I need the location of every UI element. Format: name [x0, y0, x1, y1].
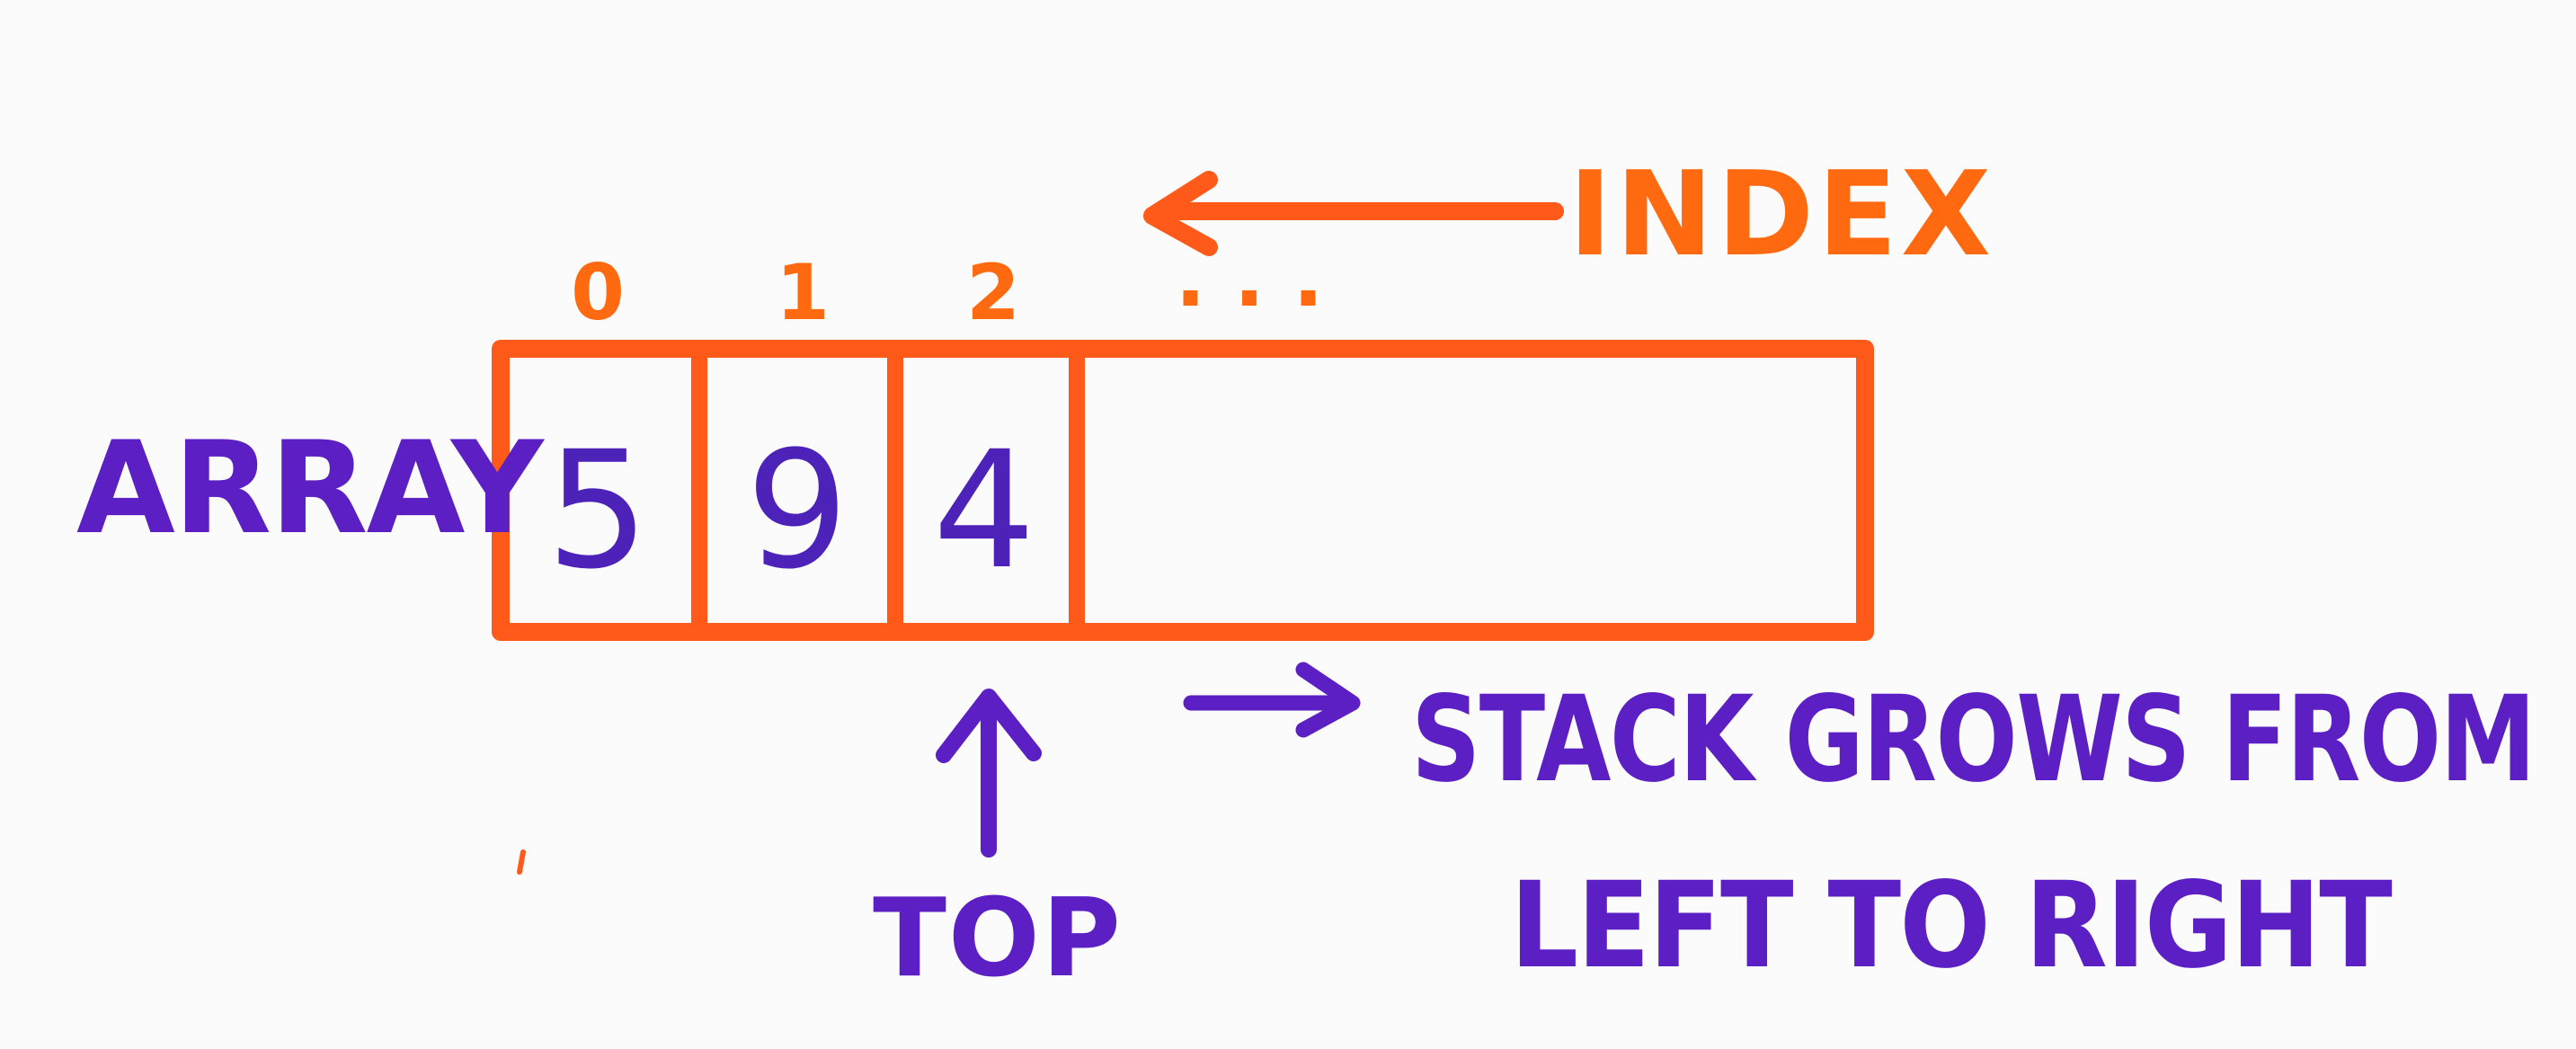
index-number-1: 1 [776, 248, 830, 338]
growth-note-line-1: STACK GROWS FROM [1411, 671, 2535, 809]
growth-note-line-2: LEFT TO RIGHT [1510, 857, 2393, 995]
index-label: INDEX [1568, 146, 1994, 282]
top-pointer-arrow [936, 689, 1042, 858]
array-cell-1: 9 [746, 417, 849, 605]
index-arrow [1143, 171, 1564, 256]
array-label: ARRAY [76, 414, 546, 563]
array-box [492, 340, 1874, 641]
stray-mark [517, 849, 526, 875]
array-cell-2: 4 [933, 417, 1036, 605]
array-cell-0: 5 [546, 417, 650, 605]
top-label: TOP [873, 876, 1123, 1001]
growth-direction-arrow [1183, 662, 1361, 738]
index-number-0: 0 [571, 248, 625, 338]
index-number-2: 2 [966, 248, 1020, 338]
